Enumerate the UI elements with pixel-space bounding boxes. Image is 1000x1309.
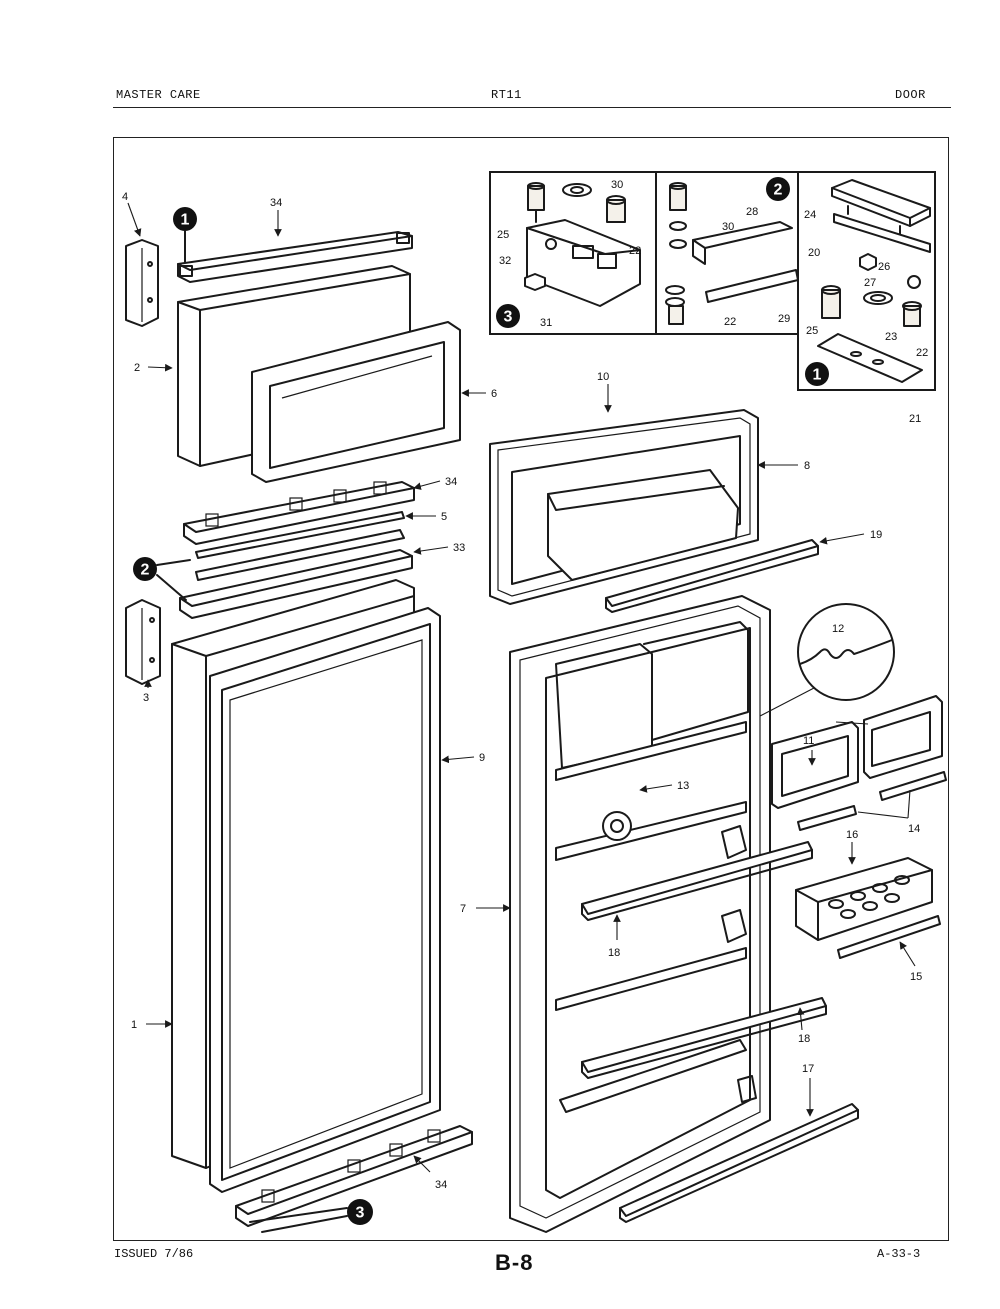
callout-33: 33	[453, 542, 465, 554]
callout-16: 16	[846, 829, 858, 841]
hinge-cover-3	[125, 599, 161, 685]
callout-12: 12	[832, 623, 844, 635]
callout-15: 15	[910, 971, 922, 983]
svg-text:3: 3	[504, 309, 513, 326]
badge-2-left: 2	[133, 557, 191, 601]
callout-29: 29	[778, 313, 790, 325]
callout-9: 9	[479, 752, 485, 764]
callout-34-top: 34	[270, 197, 282, 209]
header-center: RT11	[491, 88, 522, 102]
bar-15	[837, 915, 941, 959]
callout-5: 5	[441, 511, 447, 523]
callout-26: 26	[878, 261, 890, 273]
header-left: MASTER CARE	[116, 88, 201, 102]
svg-text:2: 2	[774, 182, 783, 199]
callout-19: 19	[870, 529, 882, 541]
rail-18-upper	[581, 841, 813, 921]
callout-28: 28	[746, 206, 758, 218]
callout-2: 2	[134, 362, 140, 374]
footer-issued: ISSUED 7/86	[114, 1247, 194, 1261]
callout-13: 13	[677, 780, 689, 792]
callout-22-a: 22	[629, 245, 641, 257]
callout-17: 17	[802, 1063, 814, 1075]
callout-1: 1	[131, 1019, 137, 1031]
fresh-food-bottom-trim-34	[235, 1125, 473, 1227]
callout-labels: 4 34 2 6 34 5 33 3 9 1 34 10 8 19 12 11 …	[122, 179, 928, 1191]
svg-text:2: 2	[141, 562, 150, 579]
hinge-detail-1-box	[797, 171, 936, 391]
header-rule	[113, 107, 951, 108]
callout-21: 21	[909, 413, 921, 425]
callout-4: 4	[122, 191, 128, 203]
callout-18-lower: 18	[798, 1033, 810, 1045]
callout-25-b: 25	[806, 325, 818, 337]
callout-7: 7	[460, 903, 466, 915]
callout-14: 14	[908, 823, 920, 835]
callout-25-a: 25	[497, 229, 509, 241]
hinge-cover-4	[125, 239, 159, 327]
badge-3-inset: 3	[496, 304, 520, 328]
callout-6: 6	[491, 388, 497, 400]
bar-14	[797, 771, 947, 831]
freezer-inner-door-8	[489, 409, 759, 605]
callout-11: 11	[803, 735, 814, 747]
leader-lines	[127, 202, 916, 1173]
hinge-detail-2-box	[655, 171, 799, 335]
svg-text:1: 1	[181, 212, 190, 229]
fresh-food-inner-door-7	[509, 595, 771, 1233]
rail-19	[605, 539, 819, 613]
callout-30-a: 30	[611, 179, 623, 191]
callout-10: 10	[597, 371, 609, 383]
svg-text:3: 3	[356, 1205, 365, 1222]
rail-18-lower	[581, 997, 827, 1079]
gasket-9	[209, 607, 441, 1193]
callout-8: 8	[804, 460, 810, 472]
callout-30-b: 30	[722, 221, 734, 233]
egg-tray-16	[795, 857, 933, 941]
badge-3-bottom: 3	[249, 1199, 373, 1233]
header-right: DOOR	[895, 88, 926, 102]
diagram-frame	[113, 137, 949, 1241]
badge-1-top: 1	[173, 207, 197, 263]
door-bin-11-left	[771, 721, 859, 809]
callout-34-bottom: 34	[435, 1179, 447, 1191]
badge-2-inset: 2	[766, 177, 790, 201]
svg-text:1: 1	[813, 367, 822, 384]
freezer-liner-6	[251, 321, 461, 483]
callout-22-b: 22	[724, 316, 736, 328]
badge-1-inset: 1	[805, 362, 829, 386]
callout-20: 20	[808, 247, 820, 259]
callout-32: 32	[499, 255, 511, 267]
callout-3: 3	[143, 692, 149, 704]
callout-31: 31	[540, 317, 552, 329]
page-code: B-8	[495, 1250, 534, 1275]
footer-ref: A-33-3	[877, 1247, 921, 1261]
callout-23: 23	[885, 331, 897, 343]
callout-18-upper: 18	[608, 947, 620, 959]
trim-33	[179, 529, 413, 619]
callout-27: 27	[864, 277, 876, 289]
rail-17	[619, 1103, 859, 1223]
hinge-detail-3-box	[489, 171, 657, 335]
callout-22-c: 22	[916, 347, 928, 359]
freezer-top-trim-34	[177, 231, 413, 283]
callout-24: 24	[804, 209, 816, 221]
rod-5	[195, 511, 405, 559]
detail-circle-12	[759, 603, 895, 717]
callout-34-mid: 34	[445, 476, 457, 488]
door-bin-11-right	[863, 695, 943, 779]
